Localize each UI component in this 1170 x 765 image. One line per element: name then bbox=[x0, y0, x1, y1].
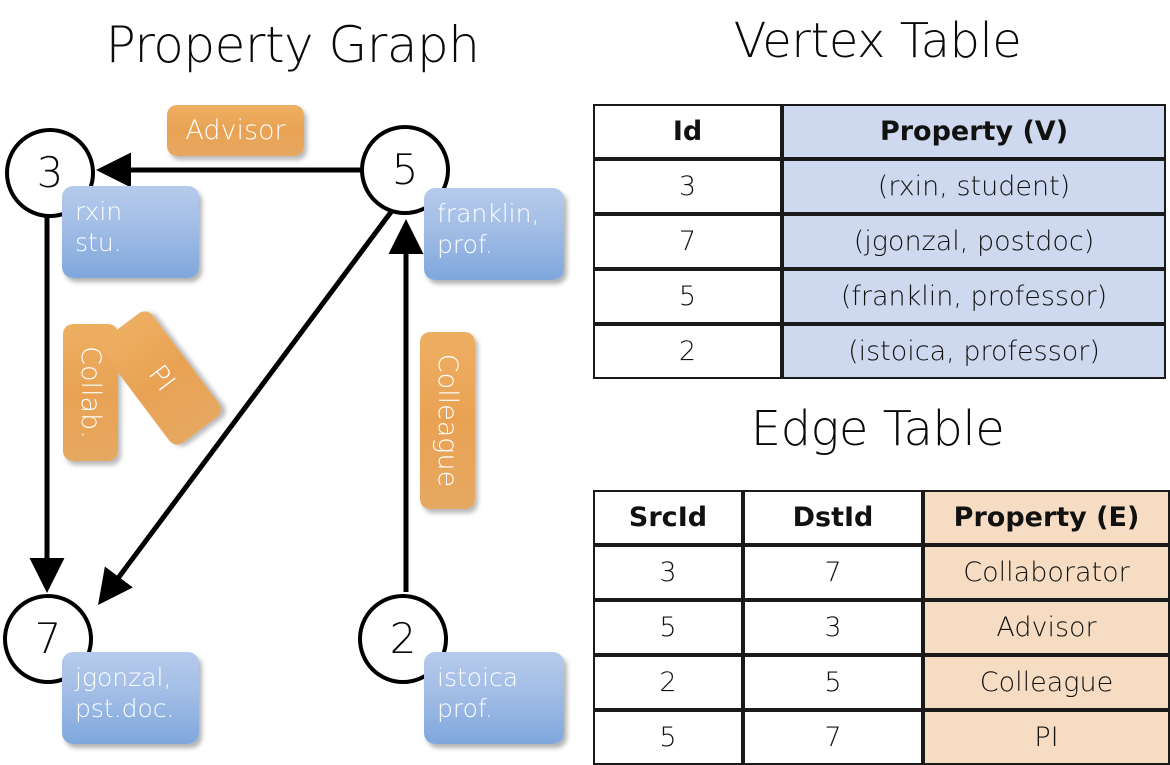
edge-table-header-property: Property (E) bbox=[923, 490, 1170, 545]
vertex-cell-property: (rxin, student) bbox=[782, 159, 1166, 214]
edge-label-advisor: Advisor bbox=[167, 105, 304, 156]
edge-cell-property: Advisor bbox=[923, 600, 1170, 655]
edge-cell-srcid: 2 bbox=[593, 655, 743, 710]
page-title-vertex-table: Vertex Table bbox=[733, 13, 1022, 69]
vertex-cell-property: (franklin, professor) bbox=[782, 269, 1166, 324]
table-row: 2 (istoica, professor) bbox=[593, 324, 1166, 379]
vertex-cell-id: 7 bbox=[593, 214, 782, 269]
edge-table-header-row: SrcId DstId Property (E) bbox=[593, 490, 1170, 545]
edge-cell-dstid: 7 bbox=[743, 710, 923, 765]
table-row: 3 (rxin, student) bbox=[593, 159, 1166, 214]
vertex-cell-property: (istoica, professor) bbox=[782, 324, 1166, 379]
table-row: 5 7 PI bbox=[593, 710, 1170, 765]
graph-node-3-label: 3 bbox=[36, 148, 64, 197]
page-title-property-graph: Property Graph bbox=[105, 16, 480, 74]
vertex-table-header-property: Property (V) bbox=[782, 104, 1166, 159]
edge-cell-dstid: 7 bbox=[743, 545, 923, 600]
node-property-box-franklin: franklin, prof. bbox=[424, 188, 564, 280]
node-property-box-istoica: istoica prof. bbox=[424, 652, 564, 744]
vertex-table-header-id: Id bbox=[593, 104, 782, 159]
edge-cell-srcid: 5 bbox=[593, 600, 743, 655]
vertex-cell-property: (jgonzal, postdoc) bbox=[782, 214, 1166, 269]
edge-cell-property: PI bbox=[923, 710, 1170, 765]
edge-table-header-srcid: SrcId bbox=[593, 490, 743, 545]
table-row: 7 (jgonzal, postdoc) bbox=[593, 214, 1166, 269]
edge-table-header-dstid: DstId bbox=[743, 490, 923, 545]
vertex-cell-id: 5 bbox=[593, 269, 782, 324]
node-property-box-rxin: rxin stu. bbox=[62, 186, 199, 278]
edge-cell-srcid: 5 bbox=[593, 710, 743, 765]
table-row: 3 7 Collaborator bbox=[593, 545, 1170, 600]
graph-node-5-label: 5 bbox=[391, 145, 419, 194]
edge-table: SrcId DstId Property (E) 3 7 Collaborato… bbox=[593, 490, 1170, 765]
vertex-cell-id: 2 bbox=[593, 324, 782, 379]
edge-cell-property: Collaborator bbox=[923, 545, 1170, 600]
table-row: 5 (franklin, professor) bbox=[593, 269, 1166, 324]
edge-cell-property: Colleague bbox=[923, 655, 1170, 710]
edge-label-colleague-text: Colleague bbox=[432, 353, 463, 488]
table-row: 5 3 Advisor bbox=[593, 600, 1170, 655]
graph-edges bbox=[29, 152, 424, 606]
table-row: 2 5 Colleague bbox=[593, 655, 1170, 710]
vertex-table-header-row: Id Property (V) bbox=[593, 104, 1166, 159]
edge-cell-srcid: 3 bbox=[593, 545, 743, 600]
edge-label-advisor-text: Advisor bbox=[185, 115, 286, 146]
vertex-cell-id: 3 bbox=[593, 159, 782, 214]
node-property-box-jgonzal: jgonzal, pst.doc. bbox=[62, 652, 199, 744]
page-title-edge-table: Edge Table bbox=[750, 401, 1005, 457]
graph-node-2-label: 2 bbox=[389, 614, 417, 663]
edge-label-pi-text: PI bbox=[141, 358, 181, 398]
vertex-table: Id Property (V) 3 (rxin, student) 7 (jgo… bbox=[593, 104, 1166, 379]
edge-cell-dstid: 5 bbox=[743, 655, 923, 710]
edge-label-collab-text: Collab. bbox=[75, 346, 106, 439]
edge-label-colleague: Colleague bbox=[420, 332, 475, 509]
edge-cell-dstid: 3 bbox=[743, 600, 923, 655]
property-graph-panel: Property Graph Advisor Collab. PI bbox=[0, 0, 585, 760]
graph-node-7-label: 7 bbox=[34, 614, 62, 663]
edge-5-to-7 bbox=[98, 206, 397, 606]
